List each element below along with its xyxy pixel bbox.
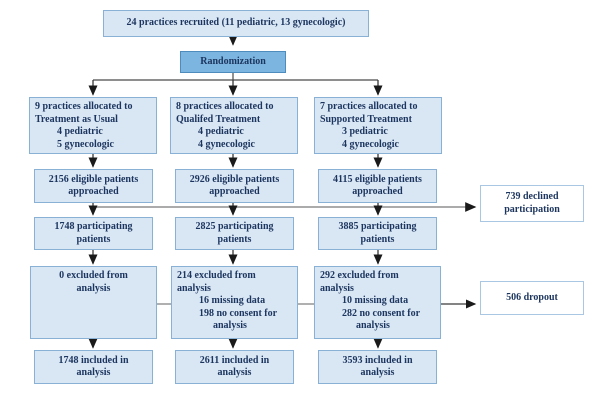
dropout-box: 506 dropout [480,281,584,315]
col2-included-line1: 2611 included in [199,354,270,366]
col2-allocated-sub2: 4 gynecologic [198,138,255,150]
recruited-text: 24 practices recruited (11 pediatric, 13… [126,17,346,29]
col2-excluded-box: 214 excluded from analysis 16 missing da… [171,266,298,339]
col3-excluded-line1: 292 excluded from [320,270,399,281]
col3-participating-box: 3885 participating patients [318,217,437,250]
col1-participating-line1: 1748 participating [54,221,133,232]
recruited-box: 24 practices recruited (11 pediatric, 13… [103,10,369,37]
col2-included-box: 2611 included in analysis [175,350,294,384]
branch-randomization [93,73,378,81]
dropout-line1: 506 dropout [506,291,558,303]
col1-allocated-sub1: 4 pediatric [57,126,103,137]
col3-excluded-line2: analysis [320,282,354,294]
col3-participating-line1: 3885 participating [338,221,417,232]
declined-line2: participation [504,203,560,215]
col3-excluded-box: 292 excluded from analysis 10 missing da… [314,266,441,339]
col2-participating-line1: 2825 participating [195,221,274,232]
col2-excluded-line2: analysis [177,282,211,294]
col2-included-line2: analysis [217,367,252,378]
col3-eligible-box: 4115 eligible patients approached [318,169,437,203]
col3-allocated-sub2: 4 gynecologic [342,138,399,150]
col1-excluded-line1: 0 excluded from [59,270,128,281]
col3-allocated-box: 7 practices allocated to Supported Treat… [314,97,442,154]
col2-eligible-line1: 2926 eligible patients [189,173,280,185]
col3-included-box: 3593 included in analysis [318,350,437,384]
randomization-text: Randomization [200,55,266,67]
col3-allocated-line2: Supported Treatment [320,113,412,125]
col2-participating-line2: patients [217,233,252,245]
col1-allocated-sub2: 5 gynecologic [57,138,114,150]
col1-included-box: 1748 included in analysis [34,350,153,384]
col3-excluded-sub3: analysis [356,320,390,331]
randomization-box: Randomization [180,51,286,73]
col2-excluded-line1: 214 excluded from [177,270,256,281]
col2-allocated-line2: Qualifed Treatment [176,113,261,125]
col2-allocated-box: 8 practices allocated to Qualifed Treatm… [170,97,298,154]
col3-eligible-line2: approached [352,186,403,197]
col3-allocated-line1: 7 practices allocated to [320,101,418,112]
col3-included-line1: 3593 included in [342,354,413,366]
col1-excluded-line2: analysis [76,282,111,294]
col2-allocated-line1: 8 practices allocated to [176,101,274,112]
col2-eligible-box: 2926 eligible patients approached [175,169,294,203]
col1-allocated-box: 9 practices allocated to Treatment as Us… [29,97,157,154]
col1-excluded-box: 0 excluded from analysis [30,266,157,339]
col1-allocated-line1: 9 practices allocated to [35,101,133,112]
col1-included-line2: analysis [76,367,111,378]
col3-excluded-sub2: 282 no consent for [342,307,421,319]
col2-excluded-sub1: 16 missing data [199,295,266,306]
col1-included-line1: 1748 included in [58,354,129,366]
col3-participating-line2: patients [360,233,395,245]
col3-allocated-sub1: 3 pediatric [342,126,388,137]
col1-allocated-line2: Treatment as Usual [35,113,118,125]
col2-eligible-line2: approached [209,186,260,197]
col1-participating-box: 1748 participating patients [34,217,153,250]
col2-participating-box: 2825 participating patients [175,217,294,250]
col3-eligible-line1: 4115 eligible patients [333,173,422,185]
declined-line1: 739 declined [505,191,559,202]
col2-excluded-sub3: analysis [213,320,247,331]
col1-eligible-line1: 2156 eligible patients [48,173,139,185]
col2-allocated-sub1: 4 pediatric [198,126,244,137]
col3-included-line2: analysis [360,367,395,378]
col1-participating-line2: patients [76,233,111,245]
col2-excluded-sub2: 198 no consent for [199,307,278,319]
col1-eligible-line2: approached [68,186,119,197]
declined-box: 739 declined participation [480,185,584,222]
col1-eligible-box: 2156 eligible patients approached [34,169,153,203]
col3-excluded-sub1: 10 missing data [342,295,409,306]
